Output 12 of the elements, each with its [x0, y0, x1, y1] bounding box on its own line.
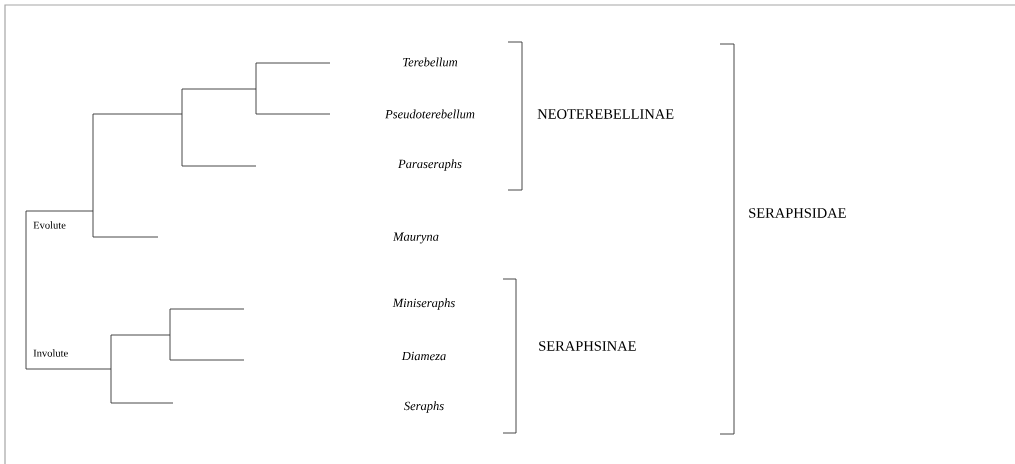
taxon-name: Mauryna — [392, 232, 439, 244]
taxon-name: Miniseraphs — [392, 298, 455, 310]
clade-name: NEOTEREBELLINAE — [537, 109, 674, 119]
clade-name: SERAPHSINAE — [539, 341, 636, 351]
taxon-name: Terebellum — [403, 57, 458, 67]
taxon-name: Seraphs — [404, 401, 444, 413]
taxon-name: Diameza — [401, 351, 446, 361]
branch-label: Evolute — [33, 221, 66, 229]
branch-label: Involute — [33, 349, 68, 357]
taxon-name: Paraseraphs — [398, 159, 462, 171]
clade-name: SERAPHSIDAE — [749, 208, 846, 218]
taxon-name: Pseudoterebellum — [385, 109, 475, 119]
